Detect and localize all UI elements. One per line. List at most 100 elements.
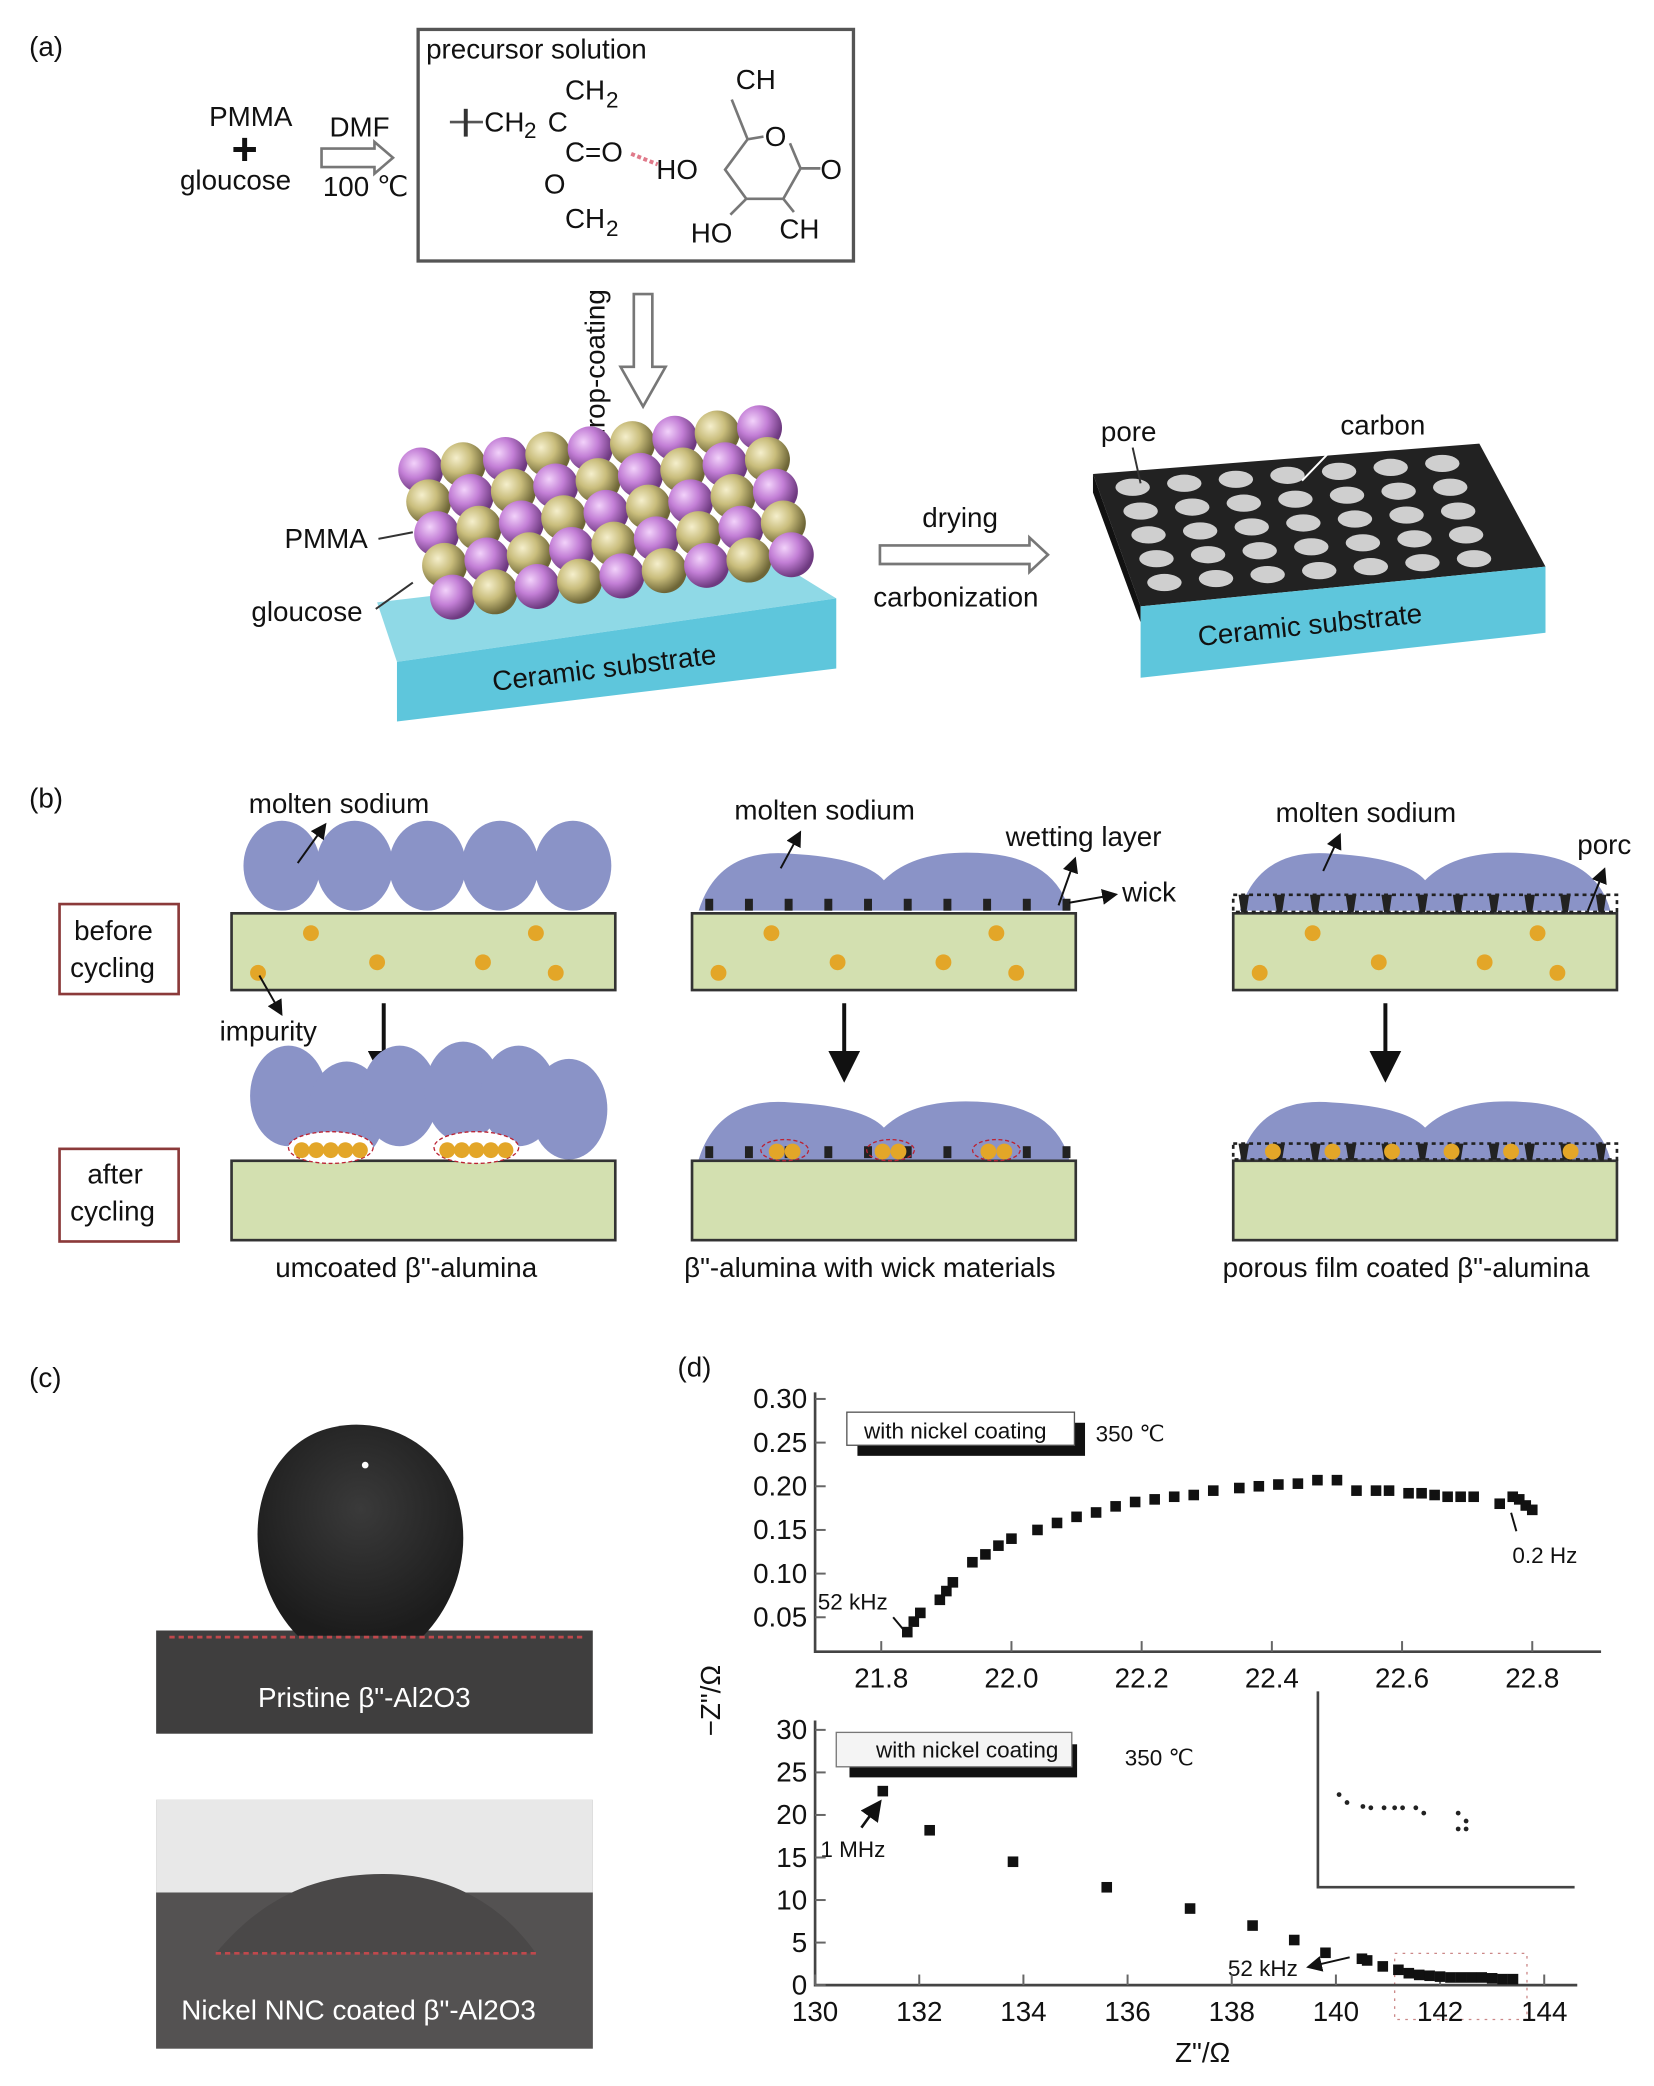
carbon-wall	[1417, 1143, 1428, 1160]
wick-element	[1022, 1146, 1031, 1159]
y-tick-label: 20	[776, 1799, 807, 1830]
chem-ho1: HO	[656, 154, 698, 185]
beta-alumina-electrolyte	[230, 1159, 617, 1242]
annotation-0-2hz: 0.2 Hz	[1512, 1543, 1577, 1568]
data-point	[1234, 1482, 1245, 1494]
panel-b: (b) before cycling after cycling molten …	[29, 782, 1631, 1283]
inset-point	[1400, 1805, 1405, 1811]
panel-c: (c) Pristine β"-Al2O3 Nickel NNC coated …	[29, 1362, 593, 2049]
impurity-particle	[996, 1143, 1013, 1160]
carbon-wall	[1274, 894, 1285, 913]
chem-ch-top: CH	[736, 64, 776, 95]
carbonization-label: carbonization	[873, 581, 1038, 612]
carbon-wall	[1524, 1143, 1535, 1160]
carbon-wall	[1524, 894, 1535, 913]
carbon-wall	[1345, 1143, 1357, 1160]
data-point	[967, 1556, 978, 1568]
impurity-particle	[337, 1142, 354, 1159]
pristine-droplet-photo: Pristine β"-Al2O3	[156, 1405, 593, 1734]
pore	[1433, 478, 1468, 496]
annotation-52khz: 52 kHz	[1228, 1956, 1298, 1981]
after-cycling-box	[58, 1147, 180, 1243]
impurity-particle	[308, 1142, 325, 1159]
impurity-particle	[1562, 1143, 1579, 1160]
data-point	[1416, 1487, 1427, 1499]
panel-a-label: (a)	[29, 31, 63, 62]
pore	[1345, 534, 1381, 552]
pore	[1270, 466, 1305, 484]
col2-caption: β"-alumina with wick materials	[684, 1252, 1055, 1283]
data-point	[1312, 1474, 1323, 1486]
data-point	[1253, 1480, 1265, 1492]
x-tick-label: 22.0	[984, 1662, 1038, 1693]
carbon-wall	[1309, 1143, 1321, 1160]
chem-ch2-bottom: CH	[565, 203, 605, 234]
degraded-region	[971, 1138, 1021, 1162]
chem-ring-o: O	[765, 121, 787, 152]
x-tick-label: 22.8	[1505, 1662, 1559, 1693]
glucose-sphere	[472, 569, 518, 615]
sodium-droplet	[250, 1045, 327, 1147]
y-tick-label: 0	[792, 1969, 807, 2000]
x-tick-label: 138	[1209, 1996, 1255, 2027]
beta-alumina-electrolyte	[690, 1159, 1078, 1242]
carbon-wall	[1417, 894, 1428, 913]
precursor-title: precursor solution	[426, 34, 647, 65]
y-tick-label: 0.10	[753, 1558, 807, 1589]
temperature-label: 100 ℃	[323, 171, 408, 202]
data-point	[1090, 1507, 1102, 1518]
data-point	[1320, 1947, 1331, 1959]
pore	[1448, 526, 1484, 544]
pore	[1286, 514, 1321, 532]
pore	[1302, 562, 1337, 580]
pmma-sphere	[768, 532, 814, 578]
data-point	[1207, 1485, 1219, 1496]
data-point	[1468, 1491, 1479, 1503]
before-label: before	[74, 915, 153, 946]
data-point	[1377, 1961, 1389, 1972]
impurity-particle	[1476, 954, 1493, 971]
chem-co: C=O	[565, 137, 623, 168]
temperature-annotation: 350 ℃	[1125, 1745, 1194, 1770]
wick-element	[983, 898, 992, 911]
data-point	[980, 1549, 991, 1560]
sodium-droplet	[316, 820, 393, 911]
wick-element	[784, 898, 793, 911]
arrow-right-icon	[878, 534, 1050, 575]
pore	[1147, 573, 1182, 592]
panel-c-label: (c)	[29, 1362, 61, 1393]
inset-plot	[1316, 1691, 1575, 1889]
pore	[1329, 486, 1365, 504]
pore	[1175, 498, 1210, 516]
data-point	[1149, 1494, 1160, 1505]
carbon-wall	[1595, 894, 1607, 913]
impurity-particle	[1370, 954, 1387, 971]
impurity-particle	[303, 925, 319, 942]
reactant-glucose: gloucose	[180, 165, 291, 196]
chem-c: C	[548, 106, 568, 137]
data-point	[877, 1785, 889, 1797]
plus-icon: +	[232, 123, 258, 174]
wick-element	[824, 898, 833, 911]
impurity-particle	[293, 1142, 310, 1159]
chem-sub: 2	[524, 118, 537, 143]
glucose-sphere	[641, 548, 687, 594]
impurity-particle	[988, 925, 1005, 942]
pmma-sphere	[430, 574, 476, 620]
cycling-label: cycling	[70, 952, 155, 983]
wick-element	[744, 1146, 753, 1159]
impurity-particle	[468, 1142, 485, 1159]
pore	[1337, 510, 1373, 528]
x-tick-label: 22.6	[1375, 1662, 1429, 1693]
glucose-sphere	[726, 537, 772, 583]
chem-ch-bottom: CH	[779, 213, 819, 244]
pore	[1321, 462, 1357, 480]
data-point	[1288, 1934, 1300, 1946]
before-cycling-box	[58, 902, 180, 996]
impurity-particle	[475, 954, 491, 971]
wick-element	[824, 1146, 833, 1159]
pore	[1190, 546, 1226, 564]
inset-point	[1368, 1805, 1374, 1811]
data-point	[1370, 1485, 1382, 1496]
